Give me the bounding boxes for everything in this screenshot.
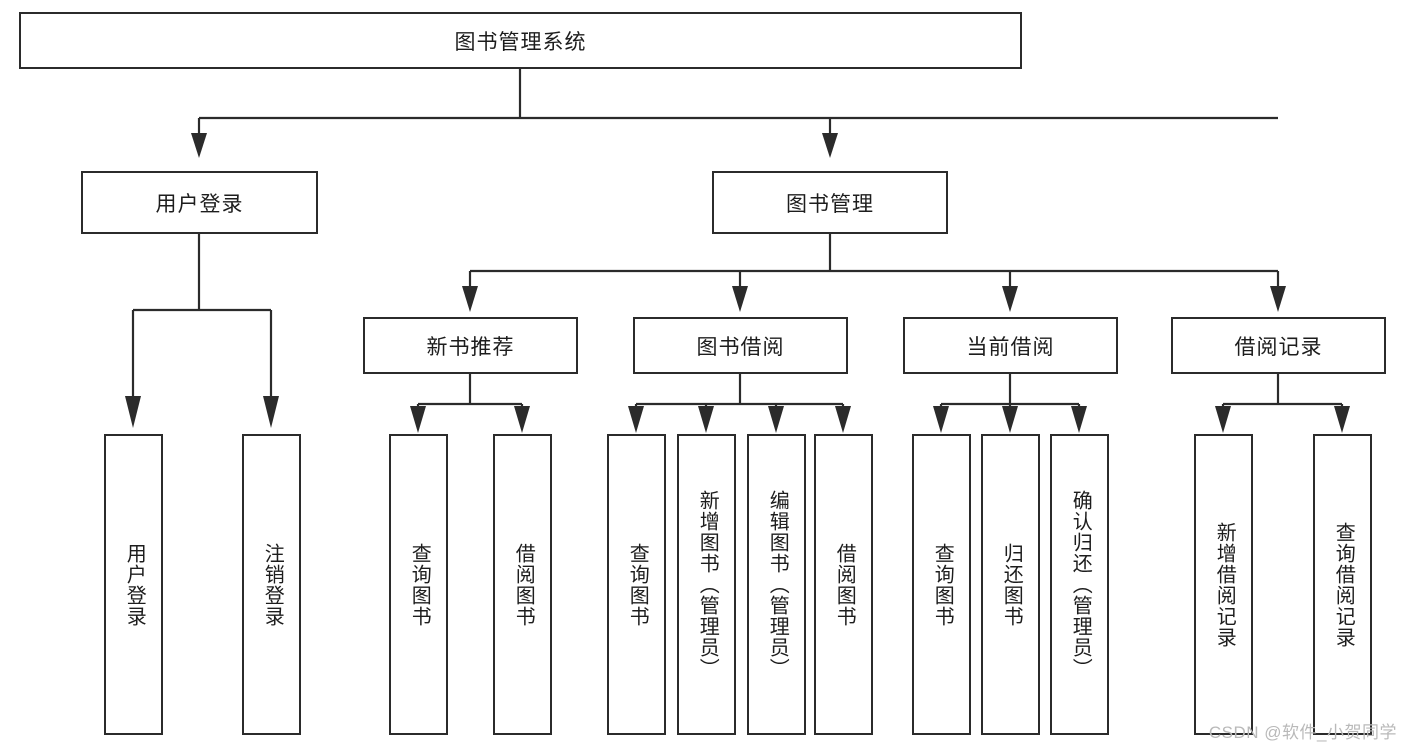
connector-bookborrow-to-leaves (628, 374, 851, 433)
node-new-book-recommend[interactable]: 新书推荐 (363, 317, 578, 374)
node-borrow-record-label: 借阅记录 (1234, 335, 1323, 359)
node-user-login[interactable]: 用户登录 (81, 171, 318, 234)
leaf-return-book-label: 归还图书 (1000, 542, 1023, 627)
leaf-borrow-book-2[interactable]: 借阅图书 (814, 434, 873, 735)
leaf-borrow-book-1-label: 借阅图书 (512, 542, 535, 627)
node-new-book-recommend-label: 新书推荐 (426, 335, 515, 359)
leaf-return-book[interactable]: 归还图书 (981, 434, 1040, 735)
leaf-add-record-label: 新增借阅记录 (1213, 521, 1236, 648)
leaf-borrow-book-1[interactable]: 借阅图书 (493, 434, 552, 735)
node-book-manage-label: 图书管理 (786, 192, 874, 216)
connector-newbook-to-leaves (410, 374, 530, 433)
connector-root-to-level2 (191, 69, 1278, 158)
node-user-login-label: 用户登录 (155, 192, 244, 216)
leaf-confirm-return[interactable]: 确认归还（管理员） (1050, 434, 1109, 735)
csdn-watermark: CSDN @软件_小贺同学 (1208, 723, 1397, 742)
leaf-user-logout[interactable]: 注销登录 (242, 434, 301, 735)
leaf-query-book-1-label: 查询图书 (408, 542, 431, 627)
leaf-edit-book[interactable]: 编辑图书（管理员） (747, 434, 806, 735)
leaf-edit-book-label: 编辑图书（管理员） (766, 490, 789, 679)
connector-userlogin-to-leaves (125, 234, 279, 428)
leaf-query-book-2[interactable]: 查询图书 (607, 434, 666, 735)
node-book-borrow[interactable]: 图书借阅 (633, 317, 848, 374)
leaf-add-book-label: 新增图书（管理员） (696, 490, 719, 679)
node-current-borrow-label: 当前借阅 (966, 335, 1055, 359)
leaf-query-book-1[interactable]: 查询图书 (389, 434, 448, 735)
leaf-user-login-label: 用户登录 (123, 542, 146, 627)
leaf-query-record-label: 查询借阅记录 (1332, 521, 1355, 648)
node-root-system[interactable]: 图书管理系统 (19, 12, 1022, 69)
node-borrow-record[interactable]: 借阅记录 (1171, 317, 1386, 374)
leaf-borrow-book-2-label: 借阅图书 (833, 542, 856, 627)
leaf-query-book-2-label: 查询图书 (626, 542, 649, 627)
leaf-query-book-3[interactable]: 查询图书 (912, 434, 971, 735)
node-current-borrow[interactable]: 当前借阅 (903, 317, 1118, 374)
node-book-manage[interactable]: 图书管理 (712, 171, 948, 234)
connector-bookmanage-to-level3 (462, 234, 1286, 312)
node-book-borrow-label: 图书借阅 (696, 335, 785, 359)
leaf-user-login[interactable]: 用户登录 (104, 434, 163, 735)
leaf-user-logout-label: 注销登录 (261, 542, 284, 627)
leaf-add-book[interactable]: 新增图书（管理员） (677, 434, 736, 735)
leaf-query-book-3-label: 查询图书 (931, 542, 954, 627)
leaf-query-record[interactable]: 查询借阅记录 (1313, 434, 1372, 735)
connector-borrowrecord-to-leaves (1215, 374, 1350, 433)
leaf-confirm-return-label: 确认归还（管理员） (1069, 490, 1092, 679)
connector-currentborrow-to-leaves (933, 374, 1087, 433)
node-root-system-label: 图书管理系统 (454, 30, 587, 54)
leaf-add-record[interactable]: 新增借阅记录 (1194, 434, 1253, 735)
